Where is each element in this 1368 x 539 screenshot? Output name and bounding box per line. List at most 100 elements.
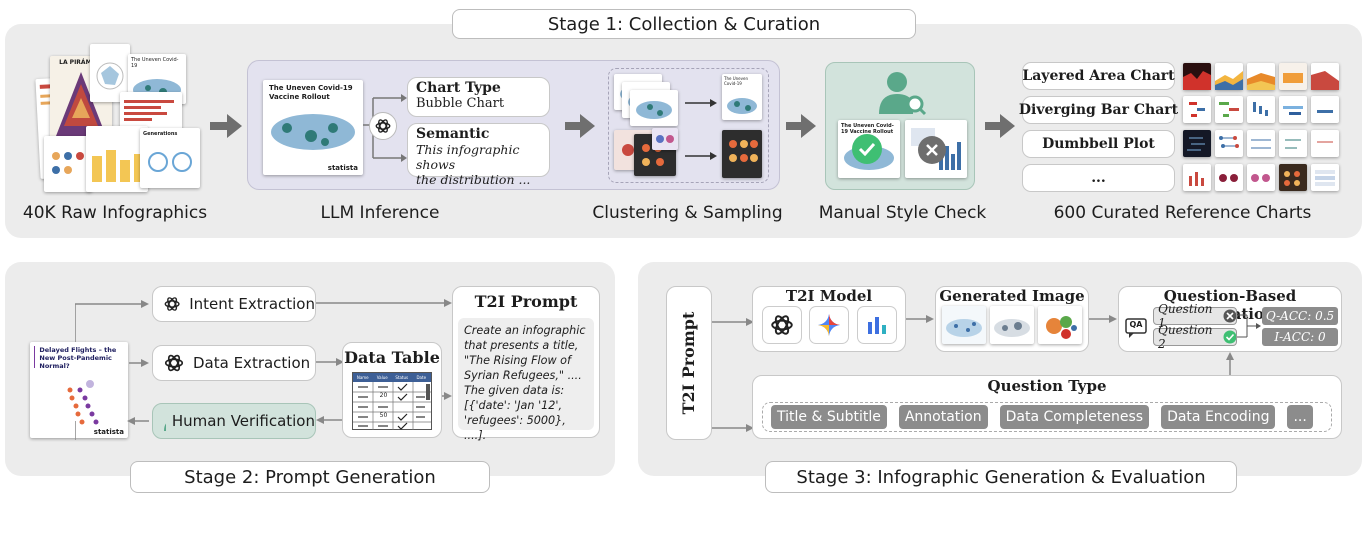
llm-world-map (271, 114, 355, 150)
stage3-title: Stage 3: Infographic Generation & Evalua… (765, 461, 1237, 493)
qa-badge: QA (1129, 320, 1143, 329)
ref-thumb-1-4 (1279, 63, 1307, 90)
prompt-line-1: Create an infographic (464, 324, 586, 337)
generated-thumb-2 (990, 306, 1034, 344)
llm-caption: LLM Inference (320, 203, 440, 223)
cluster-arrow-top (685, 99, 717, 107)
user-search-icon (879, 72, 927, 116)
ref-type-diverging-bar: Diverging Bar Chart (1019, 96, 1178, 124)
raw-thumb-title: LA PIRÁMIDE (59, 59, 103, 66)
question-type-list: Title & Subtitle Annotation Data Complet… (762, 402, 1332, 432)
openai-icon-llm (369, 112, 397, 140)
cluster-thumb-a3 (630, 90, 678, 126)
stage3-t2i-prompt-box (666, 286, 712, 440)
human-verification-label: Human Verification (171, 412, 315, 430)
arrow-qtype-to-eval (1226, 352, 1234, 376)
stage2-connectors (75, 300, 149, 440)
stage2-title-text: Stage 2: Prompt Generation (184, 466, 436, 488)
prompt-line-4: Syrian Refugees," .... (464, 369, 582, 382)
table-header-name: Name (356, 375, 369, 380)
cluster-selected-b (722, 130, 762, 178)
stage3-connectors (712, 318, 754, 432)
qtype-data-encoding: Data Encoding (1161, 405, 1276, 429)
cluster-selected-a: The Uneven Covid-19 (722, 74, 762, 120)
raw-thumb-8: Generations (140, 128, 200, 188)
chart-type-value: Bubble Chart (416, 96, 505, 111)
stage2-sample-brand: statista (93, 428, 124, 436)
prompt-line-3: "The Rising Flow of (464, 354, 571, 367)
qacc-label: Q-ACC: 0.5 (1265, 309, 1335, 323)
question-type-title: Question Type (987, 377, 1107, 395)
ref-thumb-3-3 (1247, 130, 1275, 157)
ref-type-layered-area: Layered Area Chart (1022, 62, 1175, 90)
question-2-label: Question 2 (1158, 323, 1213, 351)
t2i-model-title: T2I Model (785, 287, 873, 305)
curated-caption: 600 Curated Reference Charts (1053, 203, 1312, 223)
radar-graphic (96, 62, 124, 90)
openai-model-icon (762, 306, 802, 344)
qtype-title-subtitle: Title & Subtitle (771, 405, 887, 429)
stage2-dots-chart (67, 380, 99, 425)
llm-sample-infographic: The Uneven Covid-19 Vaccine Rollout stat… (263, 80, 363, 175)
qa-chat-icon: QA (1125, 318, 1149, 340)
cluster-thumb-b3 (652, 128, 678, 150)
intent-extraction-box: Intent Extraction (152, 286, 316, 322)
ref-thumb-3-5 (1311, 130, 1339, 157)
semantic-label: Semantic (416, 126, 490, 142)
prompt-line-6: [{'date': 'Jan '12', (464, 399, 563, 412)
arrow-raw-to-llm (210, 114, 242, 138)
user-search-icon (164, 423, 166, 431)
raw-infographics-collage: LA PIRÁMIDE The Uneven Covid-19 Generati… (28, 44, 208, 194)
data-extraction-box: Data Extraction (152, 345, 316, 381)
stage2-title: Stage 2: Prompt Generation (130, 461, 490, 493)
dots-graphic (52, 152, 84, 174)
jars-graphic (92, 150, 144, 182)
ref-thumb-2-4 (1279, 96, 1307, 123)
llm-sample-brand: statista (327, 164, 358, 172)
ref-thumb-2-5 (1311, 96, 1339, 123)
prompt-line-7: 'refugees': 5000}, ....]. (464, 414, 566, 442)
ref-thumb-4-1 (1183, 164, 1211, 191)
data-table: Name Value Status Date 20 50 (352, 372, 432, 430)
prompt-line-2: that presents a title, (464, 339, 579, 352)
cross-icon (1223, 309, 1236, 323)
arrow-llm-to-cluster (565, 114, 595, 138)
ref-type-dumbbell: Dumbbell Plot (1022, 130, 1175, 158)
ref-thumb-1-5 (1311, 63, 1339, 90)
chart-type-label: Chart Type (416, 80, 501, 96)
stage3-t2i-prompt-label: T2I Prompt (679, 311, 698, 415)
raw-caption: 40K Raw Infographics (22, 203, 208, 223)
qtype-annotation: Annotation (898, 405, 988, 429)
t2i-prompt-title: T2I Prompt (474, 292, 578, 311)
prompt-line-5: The given data is: (464, 384, 565, 397)
generated-image-title: Generated Image (939, 287, 1085, 305)
openai-icon (164, 354, 184, 372)
semantic-box: Semantic This infographic shows the dist… (407, 123, 550, 187)
ref-thumb-4-2 (1215, 164, 1243, 191)
qacc-box: Q-ACC: 0.5 (1262, 307, 1338, 325)
qtype-data-completeness: Data Completeness (999, 405, 1150, 429)
question-1-label: Question 1 (1158, 302, 1213, 330)
openai-icon (164, 297, 180, 311)
cluster-caption: Clustering & Sampling (592, 203, 783, 223)
human-verification-box: Human Verification (152, 403, 316, 439)
manual-caption: Manual Style Check (818, 203, 987, 223)
circles-graphic (148, 152, 192, 172)
pyramid-graphic (56, 72, 106, 136)
stage3-title-text: Stage 3: Infographic Generation & Evalua… (796, 466, 1206, 488)
iacc-label: I-ACC: 0 (1274, 330, 1326, 344)
arrow-manual-to-curated (985, 114, 1015, 138)
qtype-more: ... (1287, 405, 1313, 429)
arrow-cluster-to-manual (786, 114, 816, 138)
question-2-box: Question 2 (1153, 323, 1237, 351)
arrow-generated-to-eval (1089, 315, 1117, 323)
eval-arrows (1237, 314, 1261, 338)
data-table-title: Data Table (344, 348, 440, 367)
question-1-box: Question 1 (1153, 302, 1237, 330)
ref-thumb-2-1 (1183, 96, 1211, 123)
table-header-value: Value (376, 375, 388, 380)
ref-thumb-3-4 (1279, 130, 1307, 157)
ref-thumb-2-2 (1215, 96, 1243, 123)
check-icon (852, 134, 882, 164)
semantic-value-2: the distribution ... (416, 172, 531, 187)
